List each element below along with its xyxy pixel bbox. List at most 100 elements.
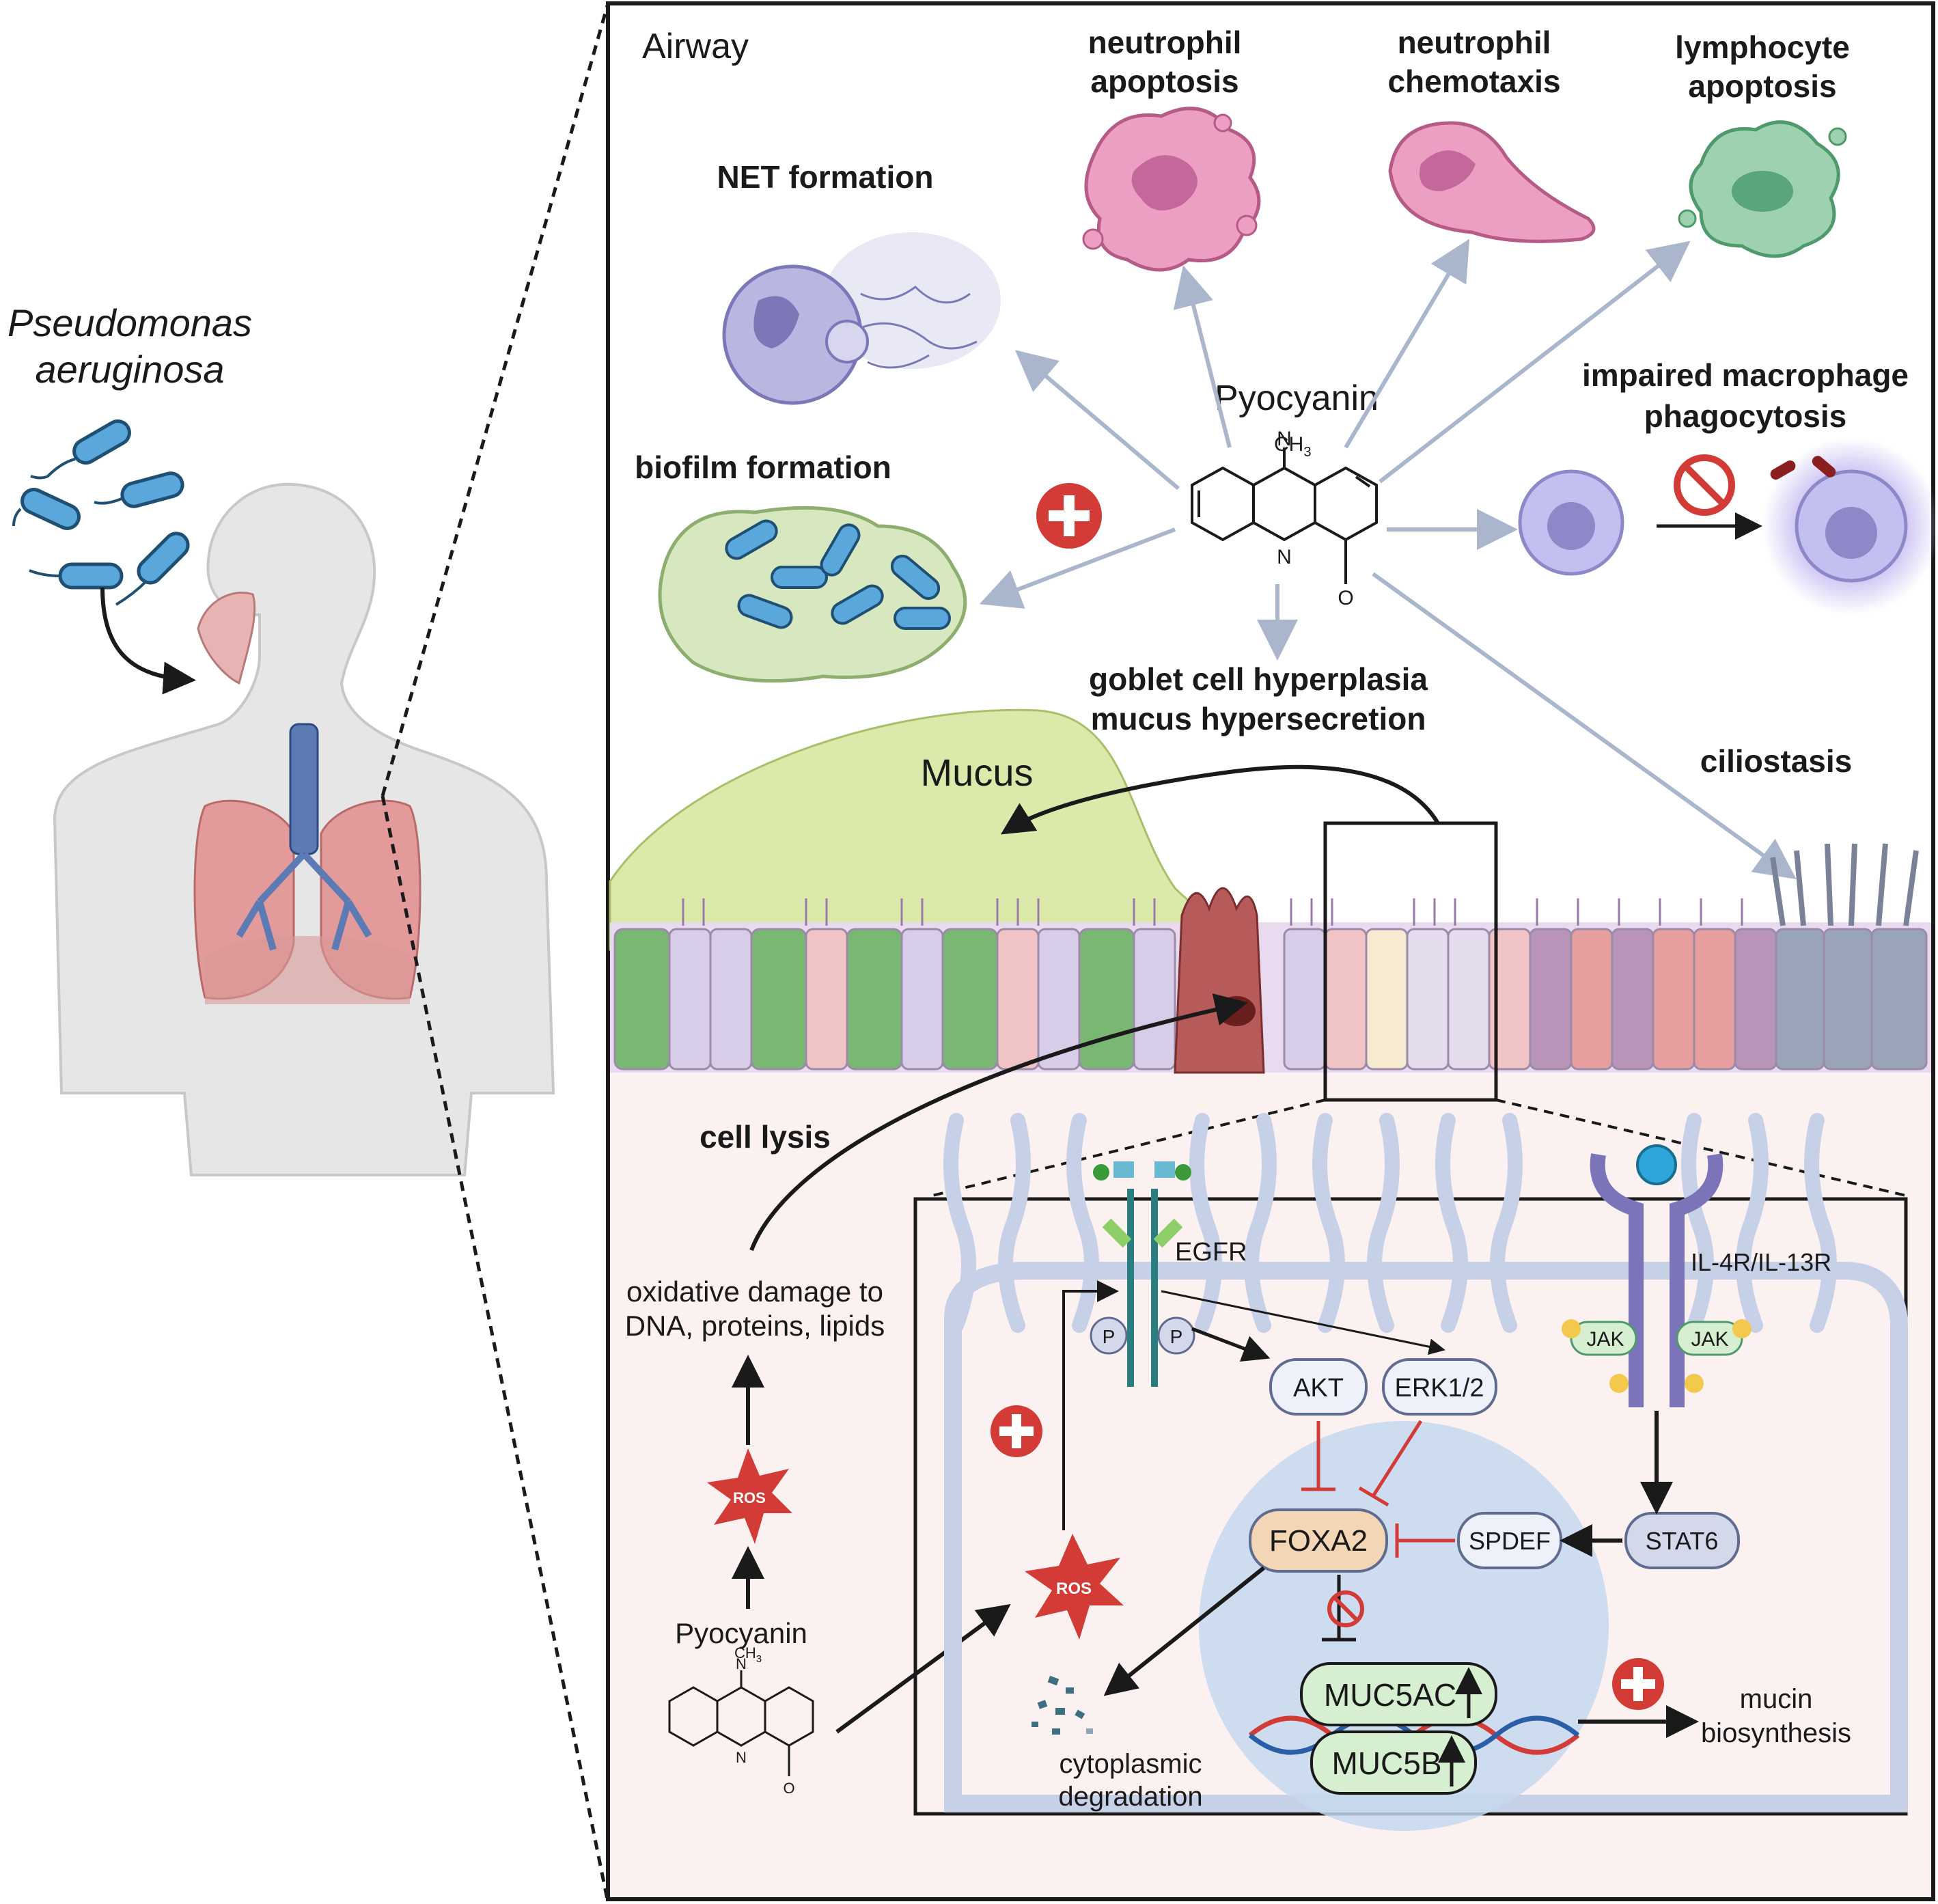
pyocyanin-bottom-o: O (783, 1780, 794, 1797)
bacterium-4 (58, 562, 124, 590)
ros-cell-label: ROS (1056, 1579, 1092, 1598)
lymphocyte-apoptosis-line-2: apoptosis (1688, 68, 1836, 104)
svg-text:ERK1/2: ERK1/2 (1395, 1374, 1484, 1403)
mucin-line-2: biosynthesis (1701, 1718, 1851, 1748)
pyocyanin-n-top: N (1277, 428, 1292, 450)
airway-label: Airway (642, 27, 749, 66)
svg-text:JAK: JAK (1691, 1328, 1728, 1351)
cell-lysis-arrow (749, 993, 1248, 1252)
pyocyanin-to-ros-cell-arrow (835, 1603, 1011, 1734)
ros-burst-left: ROS (707, 1448, 792, 1544)
plus-icon-mucin (1612, 1658, 1664, 1710)
human-silhouette (53, 482, 555, 1176)
foxa2-degradation-arrow (1103, 1566, 1265, 1696)
epithelium (610, 843, 1931, 1074)
svg-text:AKT: AKT (1293, 1374, 1344, 1403)
svg-text:SPDEF: SPDEF (1469, 1527, 1551, 1555)
egfr-to-akt-arrow (1191, 1327, 1271, 1362)
ros-burst-cell: ROS (1025, 1534, 1124, 1640)
pyocyanin-ch3: CH3 (1274, 433, 1311, 460)
mucus-label: Mucus (921, 751, 1034, 794)
goblet-line-1: goblet cell hyperplasia (1089, 661, 1428, 697)
zoom-line-bottom (380, 795, 610, 1903)
plus-icon-biofilm (1036, 483, 1102, 549)
zoom-line-top (380, 3, 610, 797)
inhale-arrow (100, 587, 196, 695)
p-right: P (1170, 1326, 1183, 1347)
trachea (289, 723, 319, 855)
neutrophil-apoptosis-line-2: apoptosis (1090, 64, 1238, 99)
no-sign-icon-macrophage (1674, 454, 1735, 516)
phospho-egfr: P P (1090, 1316, 1195, 1355)
pyocyanin-structure-top (1191, 447, 1378, 584)
svg-text:JAK: JAK (1586, 1328, 1624, 1351)
cytoplasmic-line-2: degradation (1058, 1782, 1202, 1812)
neutrophil-apoptosis-line-1: neutrophil (1088, 25, 1242, 60)
macrophage-impaired (1762, 437, 1938, 615)
svg-text:STAT6: STAT6 (1646, 1527, 1719, 1555)
svg-text:MUC5B: MUC5B (1331, 1746, 1441, 1781)
foxa2-node: FOXA2 (1249, 1508, 1388, 1573)
macrophage-normal (1518, 469, 1624, 576)
cytoplasmic-line-1: cytoplasmic (1060, 1749, 1202, 1779)
lysed-cell (1174, 887, 1265, 1074)
flagella (12, 458, 148, 606)
biofilm (658, 506, 967, 683)
neutrophil-chemotaxis-cell (1388, 121, 1596, 243)
muc5ac-node: MUC5AC (1300, 1662, 1497, 1726)
zoom-box (1323, 821, 1498, 1102)
degradation-fragments (1032, 1675, 1093, 1735)
plus-icon-ros (991, 1405, 1042, 1457)
bacterium-5 (137, 532, 190, 585)
spdef-node: SPDEF (1457, 1512, 1562, 1569)
ciliostasis-label: ciliostasis (1700, 743, 1852, 779)
il-receptor-label: IL-4R/IL-13R (1691, 1248, 1831, 1276)
bacterium-2 (20, 488, 81, 530)
pyocyanin-effect-arrows (979, 238, 1797, 880)
zoom-box-line-right (1495, 1099, 1907, 1197)
il-receptor (1590, 1144, 1724, 1407)
bacteria-group (20, 419, 190, 590)
net-cell (722, 232, 1001, 405)
impaired-macrophage-line-2: phagocytosis (1644, 398, 1847, 434)
svg-text:FOXA2: FOXA2 (1269, 1524, 1368, 1558)
p-left: P (1103, 1326, 1116, 1347)
nasal-cavity (197, 591, 256, 685)
egfr-to-erk-arrow (1161, 1290, 1445, 1355)
pyocyanin-o: O (1338, 587, 1353, 609)
jak-right: JAK (1676, 1319, 1752, 1393)
organism-line-1: Pseudomonas (8, 301, 252, 344)
pyocyanin-bottom-ch3: CH3 (734, 1644, 762, 1665)
impaired-macrophage-line-1: impaired macrophage (1582, 357, 1909, 393)
pyocyanin-top-label: Pyocyanin (1215, 378, 1379, 418)
pyocyanin-bottom-n-bottom: N (736, 1749, 747, 1766)
muc5b-node: MUC5B (1310, 1730, 1477, 1795)
bronchi (236, 851, 372, 951)
neutrophil-chemotaxis-line-1: neutrophil (1398, 25, 1551, 60)
pyocyanin-structure-bottom (668, 1670, 814, 1776)
goblet-line-2: mucus hypersecretion (1091, 701, 1426, 736)
mucus-secretion-arrow (1000, 764, 1440, 835)
organism-line-2: aeruginosa (35, 348, 224, 391)
erk-node: ERK1/2 (1382, 1358, 1497, 1416)
neutrophil-apoptosis-cell (1082, 107, 1261, 272)
pyocyanin-bottom-n-top: N (736, 1655, 747, 1672)
no-sign-icon-foxa2 (1327, 1590, 1364, 1627)
inhibition-lines (1301, 1420, 1455, 1558)
lymphocyte-apoptosis-line-1: lymphocyte (1675, 29, 1850, 65)
jak-left: JAK (1562, 1319, 1637, 1393)
pyocyanin-n-bottom: N (1277, 546, 1292, 568)
stat6-node: STAT6 (1624, 1512, 1740, 1569)
egfr-label: EGFR (1175, 1238, 1247, 1267)
bacterium-1 (72, 419, 131, 465)
bacterium-3 (120, 471, 184, 508)
net-formation-label: NET formation (717, 159, 934, 195)
cell-lysis-label: cell lysis (700, 1119, 831, 1155)
akt-node: AKT (1269, 1358, 1368, 1416)
oxidative-line-1: oxidative damage to (626, 1275, 883, 1308)
ros-left-label: ROS (733, 1489, 766, 1506)
svg-text:MUC5AC: MUC5AC (1324, 1677, 1456, 1713)
organism-title: Pseudomonas aeruginosa (8, 301, 252, 391)
diaphragm (205, 936, 410, 1004)
